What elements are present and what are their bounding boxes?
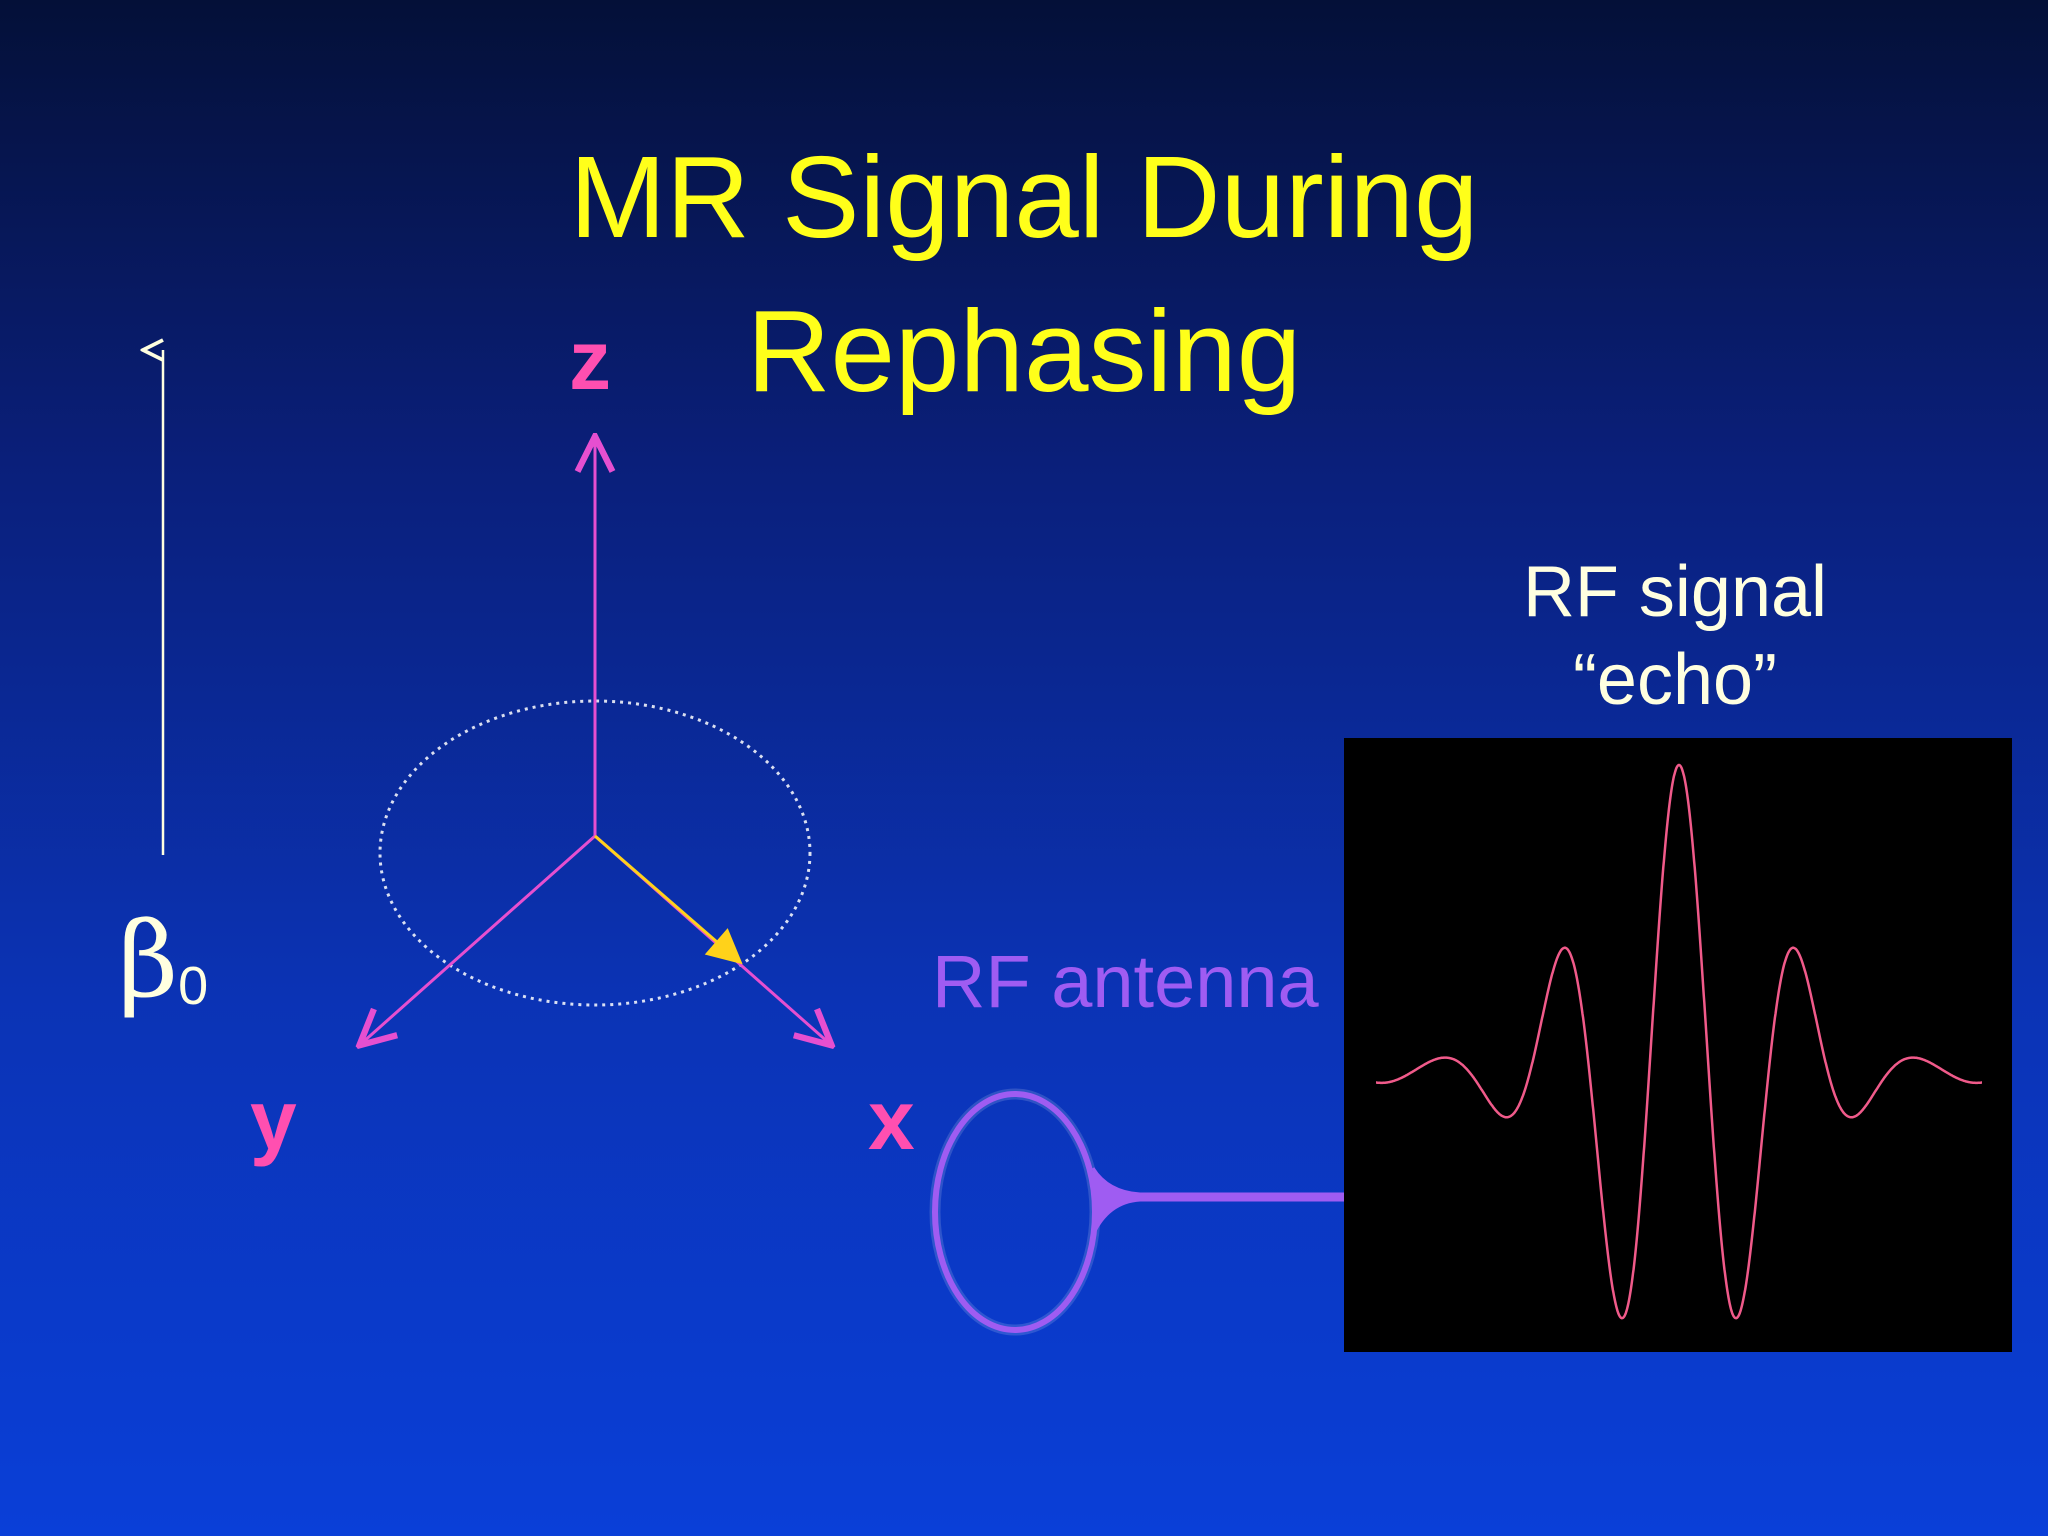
y-axis-line [362, 834, 596, 1043]
rf-signal-label: RF signal “echo” [1445, 548, 1905, 724]
rf-antenna-label: RF antenna [932, 940, 1319, 1023]
y-axis-label: y [250, 1073, 297, 1167]
rf-antenna-coil [929, 1088, 1347, 1336]
rf-signal-display [1344, 738, 2012, 1352]
z-axis-label: z [569, 313, 611, 407]
precession-ellipse [378, 699, 812, 1007]
slide-title-line2: Rephasing [746, 286, 1302, 416]
b0-subscript: 0 [178, 956, 209, 1016]
rf-signal-line1: RF signal [1522, 552, 1828, 632]
b0-label: β0 [118, 905, 208, 1041]
magnetization-vector [594, 834, 743, 965]
x-axis-label: x [868, 1073, 915, 1167]
echo-waveform [1376, 763, 1982, 1320]
b0-symbol: β [118, 899, 179, 1021]
echo-waveform-canvas [1376, 763, 1982, 1320]
slide-title-line1: MR Signal During [569, 132, 1479, 262]
rf-signal-line2: “echo” [1572, 640, 1778, 720]
